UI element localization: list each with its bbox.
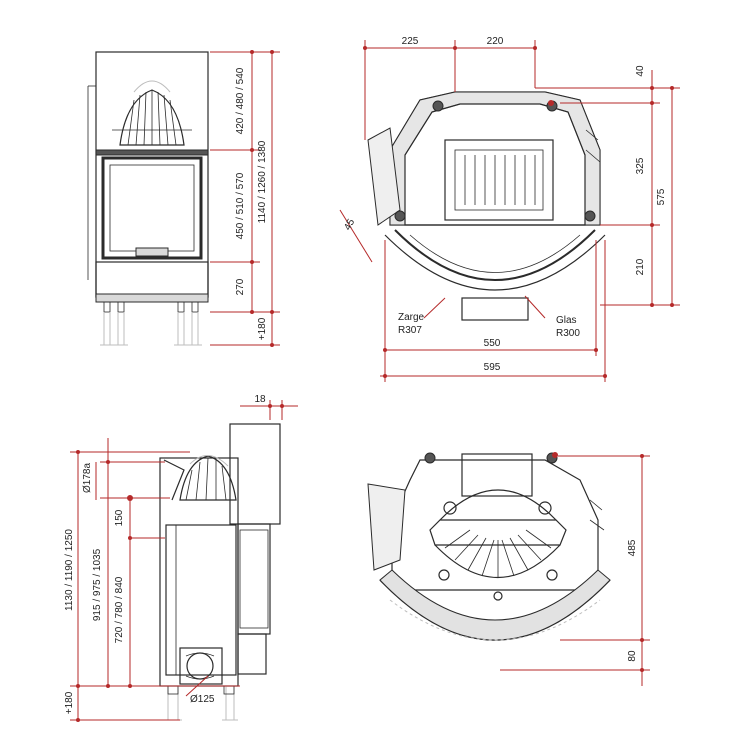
front-dimensions: 420 / 480 / 540 450 / 510 / 570 270 1140…: [210, 50, 280, 347]
burner-dome-front: [112, 80, 192, 146]
dim-top-45: 45: [342, 217, 357, 232]
dim-front-base: 270: [235, 278, 246, 295]
dim-side-18: 18: [254, 394, 266, 405]
dim-side-mid: 915 / 975 / 1035: [92, 548, 103, 621]
dim-side-150: 150: [114, 509, 125, 526]
door-handle: [135, 247, 169, 257]
dim-top-left: 225: [402, 36, 419, 47]
label-r307: R307: [398, 325, 422, 336]
top-view: 225 220 40 325 210 575 45 550: [339, 36, 680, 382]
dim-top-40: 40: [635, 65, 646, 77]
dim-top-575: 575: [656, 188, 667, 205]
front-view: 420 / 480 / 540 450 / 510 / 570 270 1140…: [87, 50, 280, 347]
front-window: [101, 156, 203, 260]
dim-bottom-485: 485: [627, 539, 638, 556]
dim-side-total: 1130 / 1190 / 1250: [64, 529, 75, 611]
glass-arc: [394, 229, 596, 281]
dim-bottom-80: 80: [627, 650, 638, 662]
dim-top-210: 210: [635, 258, 646, 275]
dim-top-550: 550: [484, 338, 501, 349]
label-r300: R300: [556, 328, 580, 339]
label-flue-top: Ø178a: [82, 463, 93, 493]
label-glas: Glas: [556, 315, 577, 326]
label-zarge: Zarge: [398, 312, 425, 323]
top-dimensions: 225 220 40 325 210 575 45 550: [339, 36, 680, 382]
dim-front-upper: 420 / 480 / 540: [235, 67, 246, 134]
side-view: 18 Ø178a 150 1130 / 1190 / 1250 915 / 97…: [64, 394, 298, 722]
dim-top-right: 220: [487, 36, 504, 47]
grate: [444, 139, 554, 221]
burner-fan: [429, 489, 567, 601]
bottom-view: 485 80: [367, 452, 650, 686]
flue-outlet-side: [179, 647, 223, 685]
front-legs: [100, 301, 202, 346]
dim-front-total: 1140 / 1260 / 1380: [257, 140, 268, 223]
burner-dome-side: [163, 455, 237, 501]
dim-top-325: 325: [635, 157, 646, 174]
dim-front-window: 450 / 510 / 570: [235, 172, 246, 239]
side-dimensions: 18 Ø178a 150 1130 / 1190 / 1250 915 / 97…: [64, 394, 298, 722]
dim-side-low: 720 / 780 / 840: [114, 576, 125, 643]
dim-front-legs: +180: [257, 317, 268, 340]
dim-side-legs: +180: [64, 691, 75, 714]
dim-top-595: 595: [484, 362, 501, 373]
label-flue-bottom: Ø125: [190, 694, 215, 705]
bottom-dimensions: 485 80: [500, 454, 650, 686]
